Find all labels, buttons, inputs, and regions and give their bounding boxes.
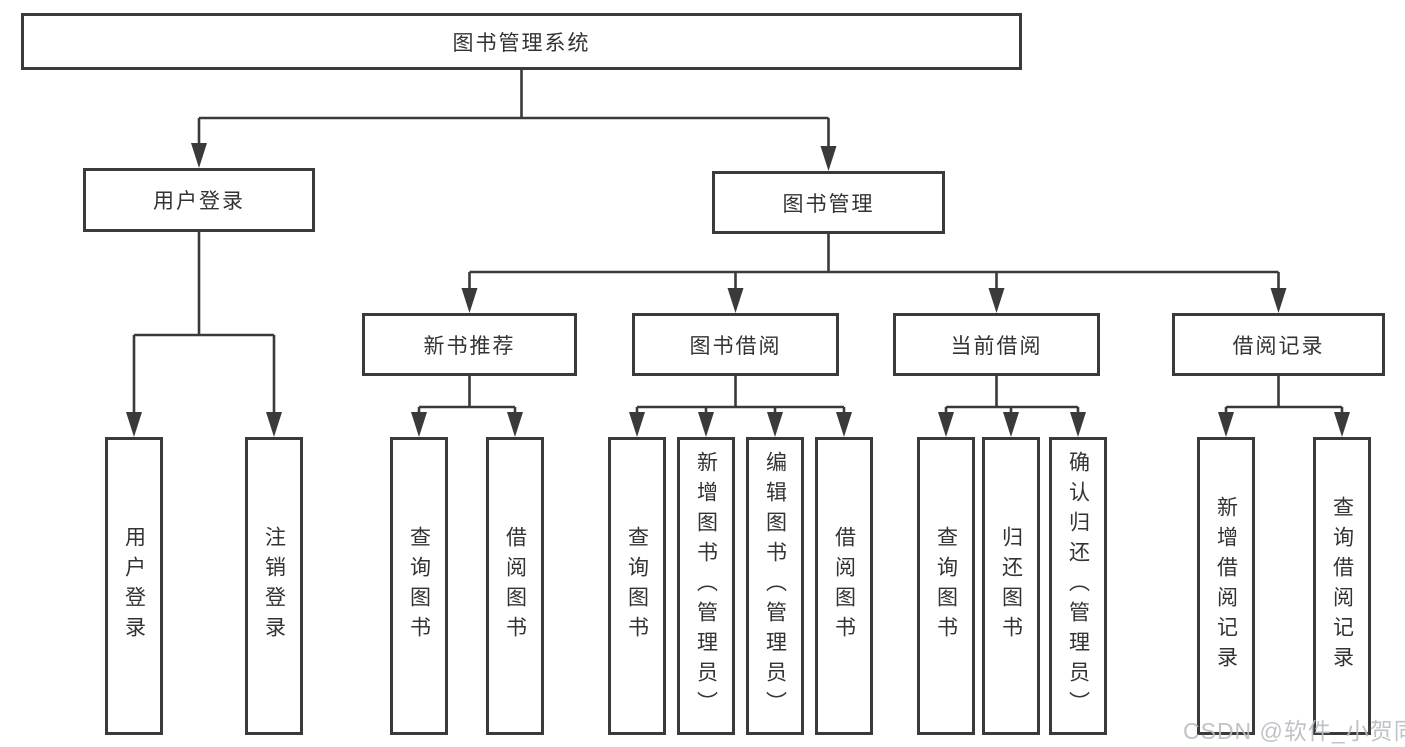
leaf-query-books-current: 查询图书 xyxy=(917,437,975,735)
node-new-book-recommend: 新书推荐 xyxy=(362,313,577,376)
connector-root-to-level2 xyxy=(197,70,830,147)
connector-user-login-children xyxy=(132,232,276,413)
node-user-login: 用户登录 xyxy=(83,168,315,232)
connector-current-borrow-children xyxy=(944,376,1080,413)
arrowheads xyxy=(126,143,1350,437)
leaf-query-books-borrowing: 查询图书 xyxy=(608,437,666,735)
leaf-add-borrow-record: 新增借阅记录 xyxy=(1197,437,1255,735)
csdn-watermark: CSDN @软件_小贺同学 xyxy=(1183,718,1405,744)
node-book-management: 图书管理 xyxy=(712,171,945,234)
connector-borrow-record-children xyxy=(1224,376,1344,413)
leaf-return-books: 归还图书 xyxy=(982,437,1040,735)
leaf-add-book-admin: 新增图书（管理员） xyxy=(677,437,735,735)
leaf-user-login: 用户登录 xyxy=(105,437,163,735)
node-current-borrowing: 当前借阅 xyxy=(893,313,1100,376)
connector-new-book-children xyxy=(417,376,517,413)
node-library-management-system: 图书管理系统 xyxy=(21,13,1022,70)
leaf-query-books-recommend: 查询图书 xyxy=(390,437,448,735)
leaf-borrow-books: 借阅图书 xyxy=(815,437,873,735)
node-borrowing-records: 借阅记录 xyxy=(1172,313,1385,376)
connector-book-management-children xyxy=(468,234,1280,289)
leaf-logout: 注销登录 xyxy=(245,437,303,735)
leaf-borrow-books-recommend: 借阅图书 xyxy=(486,437,544,735)
leaf-query-borrow-record: 查询借阅记录 xyxy=(1313,437,1371,735)
node-book-borrowing: 图书借阅 xyxy=(632,313,839,376)
leaf-edit-book-admin: 编辑图书（管理员） xyxy=(746,437,804,735)
connector-book-borrow-children xyxy=(635,376,846,413)
leaf-confirm-return-admin: 确认归还（管理员） xyxy=(1049,437,1107,735)
